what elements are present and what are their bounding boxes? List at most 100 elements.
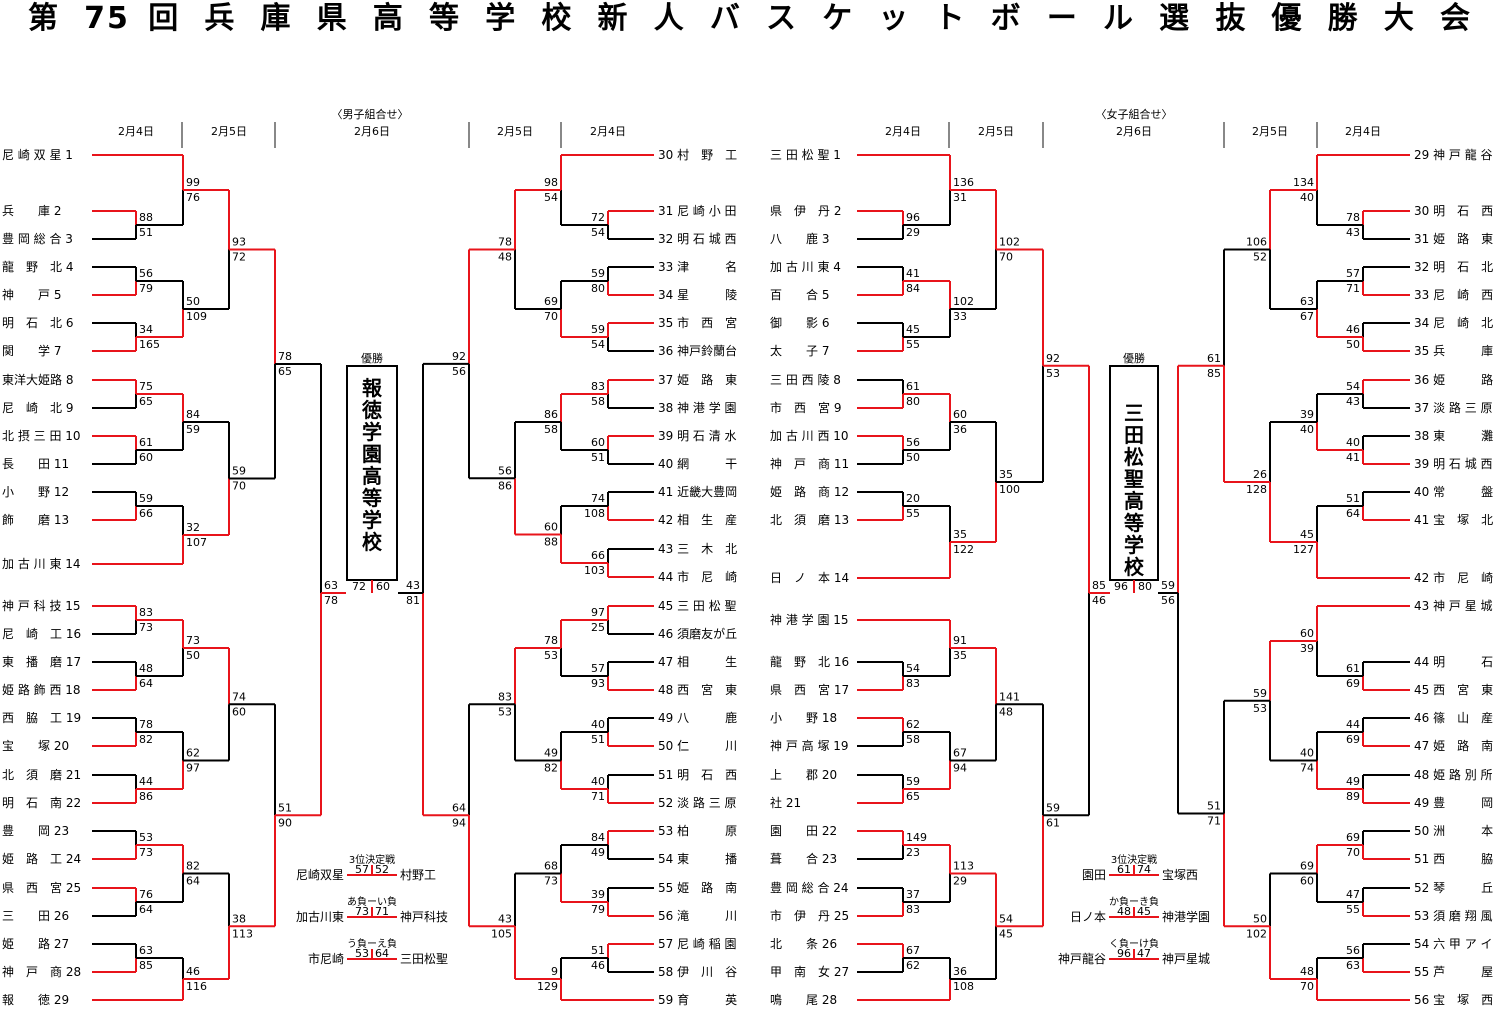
- team-name: 40 網 干: [658, 457, 737, 471]
- boys-right-score: 94: [452, 816, 466, 829]
- girls-left-score: 41: [906, 267, 920, 280]
- team-name: 東 播 磨 17: [2, 655, 81, 669]
- boys-right-score: 51: [591, 733, 605, 746]
- champion-name: 等: [1124, 511, 1144, 535]
- division-label: 〈女子組合せ〉: [1096, 107, 1173, 121]
- boys-right-score: 57: [591, 662, 605, 675]
- boys-left-score: 50: [186, 295, 200, 308]
- girls-left-score: 67: [906, 944, 920, 957]
- consolation-team: 市尼崎: [308, 951, 344, 966]
- girls-left-score: 100: [999, 483, 1020, 496]
- boys-right-score: 54: [591, 226, 605, 239]
- team-name: 54 六 甲 ア イ: [1414, 937, 1493, 951]
- team-name: 北 須 磨 13: [770, 513, 849, 527]
- boys-right-score: 51: [591, 451, 605, 464]
- girls-left-score: 45: [906, 323, 920, 336]
- boys-left-score: 48: [139, 662, 153, 675]
- team-name: 姫 路 飾 西 18: [2, 682, 81, 697]
- girls-right-score: 45: [1300, 528, 1314, 541]
- consolation-team: 神戸科技: [400, 910, 448, 924]
- boys-left-score: 76: [139, 888, 153, 901]
- girls-left-score: 33: [953, 310, 967, 323]
- girls-right-score: 69: [1346, 733, 1360, 746]
- boys-left-score: 65: [139, 395, 153, 408]
- girls-right-score: 50: [1346, 338, 1360, 351]
- team-name: 31 尼 崎 小 田: [658, 204, 737, 218]
- boys-right-score: 73: [544, 875, 558, 888]
- team-name: 関 学 7: [2, 343, 61, 358]
- boys-right-score: 78: [498, 236, 512, 249]
- girls-right-score: 102: [1246, 927, 1267, 940]
- team-name: 市 西 宮 9: [770, 400, 841, 415]
- team-name: 36 神戸鈴蘭台: [658, 343, 737, 358]
- girls-left-score: 54: [906, 662, 920, 675]
- team-name: 43 神 戸 星 城: [1414, 599, 1493, 613]
- team-name: 姫 路 27: [2, 936, 69, 951]
- girls-left-score: 20: [906, 492, 920, 505]
- team-name: 神 戸 商 11: [770, 456, 849, 471]
- girls-left-score: 136: [953, 176, 974, 189]
- girls-left-score: 45: [999, 927, 1013, 940]
- consolation-title: く負ーけ負: [1109, 938, 1159, 950]
- girls-right-score: 40: [1300, 747, 1314, 760]
- boys-right-score: 59: [591, 323, 605, 336]
- team-name: 52 淡 路 三 原: [658, 795, 737, 810]
- third-place-score: 74: [1137, 863, 1151, 876]
- boys-right-score: 88: [544, 536, 558, 549]
- girls-right-score: 64: [1346, 507, 1360, 520]
- team-name: 41 近畿大豊岡: [658, 485, 737, 499]
- team-name: 55 姫 路 南: [658, 880, 737, 895]
- boys-right-score: 93: [591, 677, 605, 690]
- boys-left-score: 99: [186, 176, 200, 189]
- consolation-team: 加古川東: [296, 909, 344, 924]
- boys-left-score: 66: [139, 507, 153, 520]
- girls-right-score: 48: [1300, 965, 1314, 978]
- team-name: 30 村 野 工: [658, 148, 737, 162]
- consolation-score: 45: [1137, 905, 1151, 918]
- girls-right-score: 49: [1346, 775, 1360, 788]
- boys-right-score: 64: [452, 801, 466, 814]
- boys-right-score: 74: [591, 492, 605, 505]
- consolation-score: 48: [1117, 905, 1131, 918]
- girls-left-score: 37: [906, 888, 920, 901]
- team-name: 37 姫 路 東: [658, 372, 737, 387]
- team-name: 三 田 松 聖 1: [770, 148, 841, 162]
- consolation-score: 73: [355, 905, 369, 918]
- champion-name: 聖: [1124, 467, 1144, 491]
- boys-left-score: 59: [232, 465, 246, 478]
- boys-right-score: 97: [591, 606, 605, 619]
- page-title: 第 75 回 兵 庫 県 高 等 学 校 新 人 バ ス ケ ッ ト ボ ー ル…: [28, 1, 1472, 36]
- date-header: 2月6日: [354, 125, 390, 138]
- boys-left-score: 79: [139, 282, 153, 295]
- boys-left-score: 165: [139, 338, 160, 351]
- girls-left-score: 54: [999, 912, 1013, 925]
- champion-name: 高: [1124, 489, 1144, 513]
- team-name: 31 姫 路 東: [1414, 231, 1493, 246]
- boys-right-score: 43: [406, 579, 420, 592]
- date-header: 2月6日: [1116, 125, 1152, 138]
- team-name: 飾 磨 13: [2, 513, 69, 527]
- boys-right-score: 84: [591, 831, 605, 844]
- team-name: 太 子 7: [770, 343, 829, 358]
- girls-right-score: 46: [1346, 323, 1360, 336]
- girls-right-score: 51: [1346, 492, 1360, 505]
- team-name: 三 田 西 陵 8: [770, 373, 841, 387]
- team-name: 50 洲 本: [1414, 824, 1493, 838]
- boys-left-score: 75: [139, 380, 153, 393]
- consolation-team: 神戸龍谷: [1058, 951, 1106, 966]
- champion-name: 報: [362, 376, 383, 400]
- date-header: 2月4日: [590, 125, 626, 138]
- boys-right-score: 98: [544, 176, 558, 189]
- team-name: 小 野 18: [770, 711, 837, 725]
- boys-right-score: 103: [584, 564, 605, 577]
- team-name: 41 宝 塚 北: [1414, 513, 1493, 527]
- date-header: 2月5日: [497, 125, 533, 138]
- team-name: 報 徳 29: [2, 992, 69, 1007]
- boys-right-score: 54: [544, 191, 558, 204]
- boys-left-score: 62: [186, 747, 200, 760]
- final-score: 80: [1138, 580, 1152, 593]
- team-name: 52 琴 丘: [1414, 881, 1493, 895]
- girls-left-score: 80: [906, 395, 920, 408]
- team-name: 豊 岡 総 合 24: [770, 880, 849, 895]
- champion-label: 優勝: [1123, 351, 1145, 365]
